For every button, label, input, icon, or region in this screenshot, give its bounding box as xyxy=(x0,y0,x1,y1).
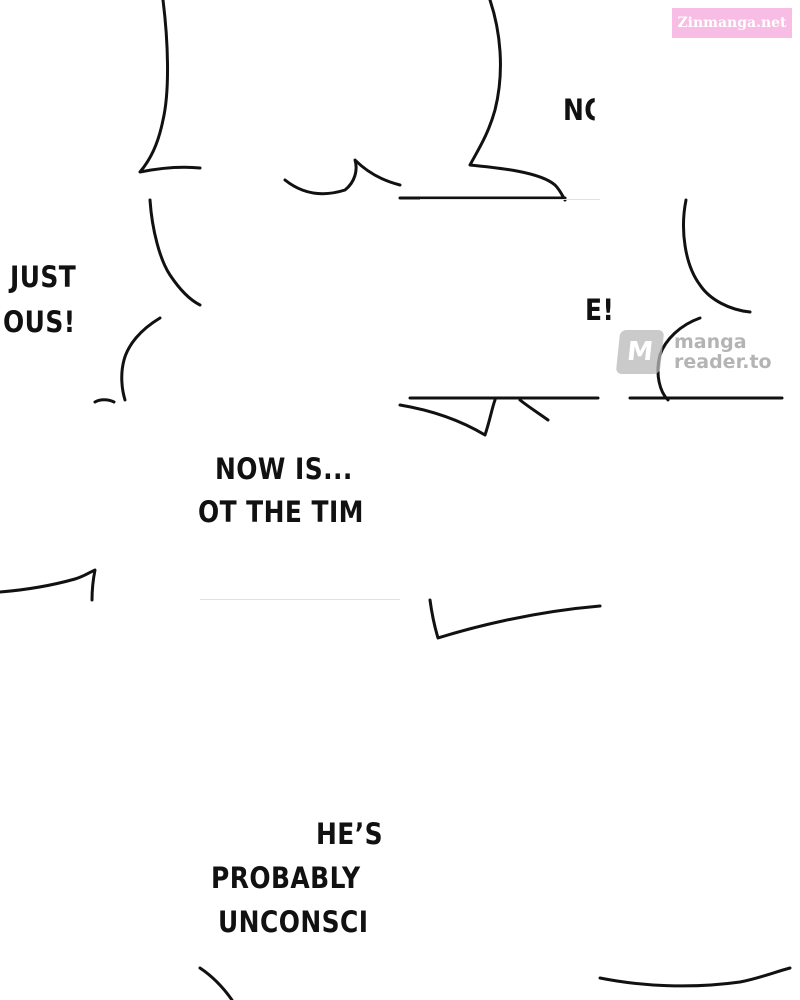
tile-seam xyxy=(200,599,400,600)
dialogue-unconsci: UNCONSCI xyxy=(218,908,369,937)
bubble-stroke xyxy=(398,398,497,437)
bubble-stroke xyxy=(0,568,97,602)
bubble-stroke xyxy=(682,198,752,314)
bubble-stroke xyxy=(428,598,602,640)
bubble-stroke xyxy=(518,398,550,422)
tile-seam xyxy=(420,199,600,200)
bubble-stroke xyxy=(138,0,202,174)
dialogue-no-fragment: NC xyxy=(563,96,595,125)
mangareader-watermark: M manga reader.to xyxy=(615,326,788,378)
bubble-stroke xyxy=(598,966,792,988)
dialogue-just: JUST xyxy=(10,260,77,294)
bubble-stroke xyxy=(198,966,234,1000)
bubble-stroke xyxy=(468,0,567,202)
dialogue-now-is: NOW IS... xyxy=(215,452,353,486)
bubble-stroke xyxy=(148,198,202,307)
dialogue-e-exclaim: E! xyxy=(585,293,615,327)
watermark-line1: manga xyxy=(674,331,747,353)
dialogue-probably: PROBABLY xyxy=(211,861,361,895)
dialogue-ous: OUS! xyxy=(3,305,76,339)
mangareader-logo-icon: M xyxy=(615,330,665,374)
bubble-stroke xyxy=(120,316,162,402)
dialogue-not-the-time: OT THE TIM xyxy=(198,498,364,527)
dialogue-hes: HE’S xyxy=(316,817,384,851)
watermark-line2: reader.to xyxy=(674,351,772,373)
bubble-stroke xyxy=(283,158,402,196)
site-badge: Zinmanga.net xyxy=(672,8,792,38)
bubble-stroke xyxy=(93,398,116,404)
